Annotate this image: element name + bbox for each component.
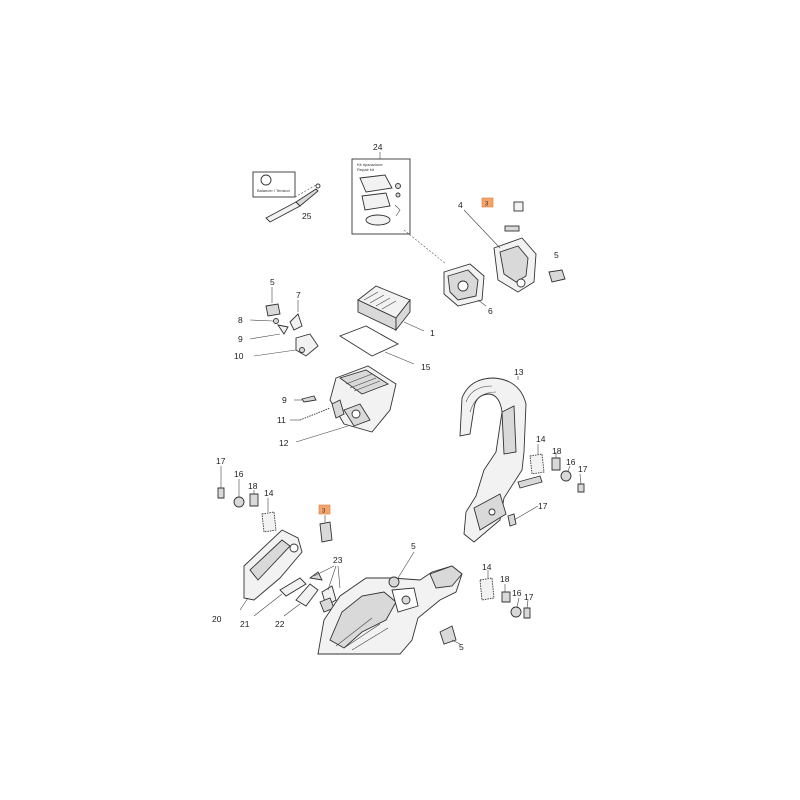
carburetor-bracket [463, 201, 537, 293]
callout-14-right-top: 14 [536, 434, 546, 444]
callout-16-right-top: 16 [566, 457, 576, 467]
callout-4: 4 [458, 200, 463, 210]
callout-8: 8 [238, 315, 243, 325]
carburetor [443, 263, 487, 307]
throttle-trigger [253, 577, 307, 617]
highlight-marker-bottom-text: 3 [322, 509, 326, 515]
callout-11: 11 [277, 415, 286, 425]
callout-7: 7 [296, 290, 301, 300]
callout-5-top-right: 5 [554, 250, 559, 260]
callout-21: 21 [240, 619, 250, 629]
tool-label: Balancer / Tension [257, 188, 290, 193]
carburetor-housing [295, 365, 397, 443]
callout-18-right-bottom: 18 [500, 574, 510, 584]
throttle-lock [283, 583, 319, 617]
callout-10: 10 [234, 351, 244, 361]
choke-parts [249, 287, 319, 357]
callout-9-top: 9 [238, 334, 243, 344]
nut-top-right [548, 269, 566, 283]
highlight-marker-top [481, 197, 494, 208]
screw-9-lower [294, 395, 317, 403]
adjustment-tool: Balancer / Tension [252, 171, 321, 223]
callout-23: 23 [333, 555, 343, 565]
filter-gasket [338, 325, 415, 365]
callout-16-right-bottom: 16 [512, 588, 522, 598]
callout-24: 24 [373, 142, 383, 152]
callout-15: 15 [421, 362, 431, 372]
callout-17-left: 17 [216, 456, 226, 466]
callout-1: 1 [430, 328, 435, 338]
throttle-handle [239, 529, 303, 611]
callout-14-left: 14 [264, 488, 274, 498]
chassis [317, 551, 463, 655]
air-filter [357, 285, 425, 332]
callout-17-right-top: 17 [578, 464, 588, 474]
callout-18-left: 18 [248, 481, 258, 491]
kit-line-2: Repair kit [357, 167, 375, 172]
highlight-marker-top-text: 3 [485, 202, 489, 208]
av-group-right-top [507, 444, 585, 527]
callout-14-right-bottom: 14 [482, 562, 492, 572]
av-group-right-bottom [479, 570, 531, 619]
callout-5-bottom: 5 [459, 642, 464, 652]
callout-16-left: 16 [234, 469, 244, 479]
spring-11 [290, 407, 331, 421]
kit-line-1: Kit riparazione [357, 162, 383, 167]
callout-6: 6 [488, 306, 493, 316]
callout-9-lower: 9 [282, 395, 287, 405]
callout-13: 13 [514, 367, 524, 377]
callout-20: 20 [212, 614, 222, 624]
highlight-marker-bottom [318, 504, 331, 515]
repair-kit-box: Kit riparazione Repair kit [351, 152, 411, 235]
front-handle [459, 376, 543, 543]
spring-set [308, 565, 341, 613]
av-group-left [217, 466, 277, 533]
callout-5-chassis: 5 [411, 541, 416, 551]
callout-18-right-top: 18 [552, 446, 562, 456]
callout-17-handle: 17 [538, 501, 548, 511]
callout-5-left: 5 [270, 277, 275, 287]
callout-25: 25 [302, 211, 312, 221]
callout-12: 12 [279, 438, 289, 448]
pin [319, 515, 333, 543]
callout-22: 22 [275, 619, 285, 629]
callout-17-right-bottom: 17 [524, 592, 534, 602]
